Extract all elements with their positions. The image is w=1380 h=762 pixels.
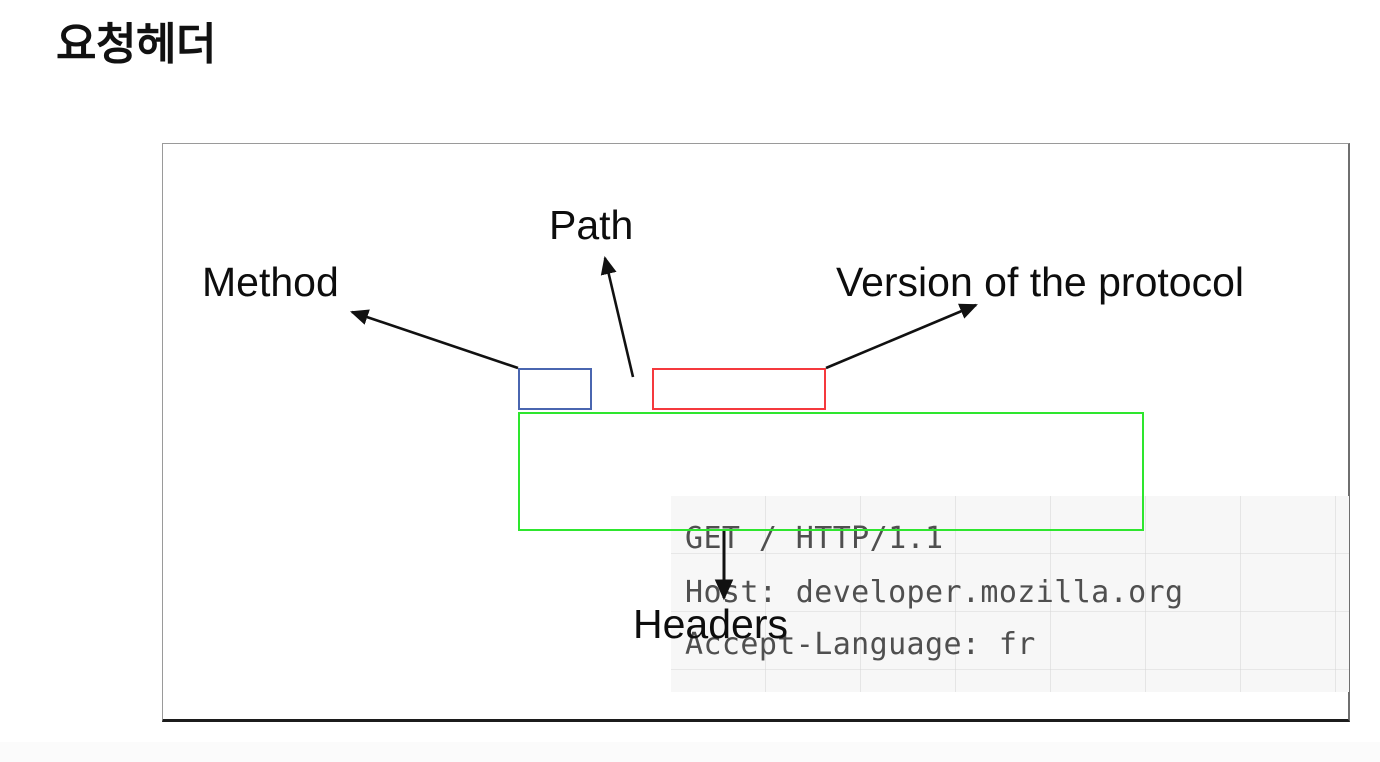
annotation-label-method: Method: [202, 259, 339, 305]
annotation-label-headers: Headers: [633, 601, 788, 647]
highlight-box-method: [518, 368, 592, 410]
highlight-box-headers: [518, 412, 1144, 531]
figure-frame: GET / HTTP/1.1 Host: developer.mozilla.o…: [162, 143, 1350, 722]
page-title: 요청헤더: [56, 20, 216, 69]
code-line-accept-language-header: Accept-Language: fr: [685, 627, 1036, 662]
bottom-strip: [0, 742, 1380, 762]
http-request-code-block: GET / HTTP/1.1 Host: developer.mozilla.o…: [671, 496, 1349, 692]
annotation-label-path: Path: [549, 202, 634, 248]
highlight-box-version: [652, 368, 826, 410]
code-line-request: GET / HTTP/1.1: [685, 521, 944, 556]
annotation-label-version: Version of the protocol: [836, 259, 1244, 305]
code-line-host-header: Host: developer.mozilla.org: [685, 575, 1184, 610]
